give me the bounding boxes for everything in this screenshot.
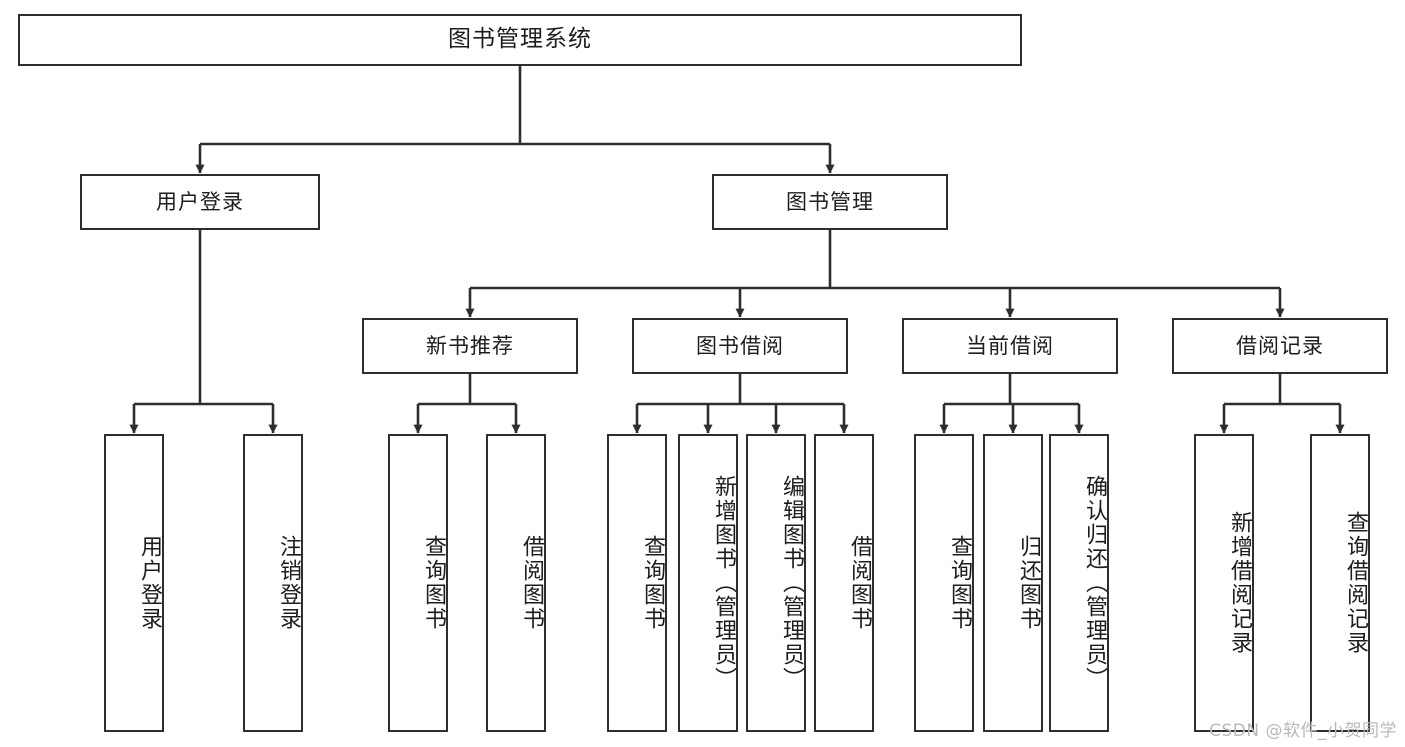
node-label: 归还图书 <box>1016 535 1041 631</box>
node-leaf-query-book-3[interactable]: 查询图书 <box>914 434 974 732</box>
node-label: 借阅记录 <box>1236 333 1324 358</box>
node-leaf-user-login[interactable]: 用户登录 <box>104 434 164 732</box>
node-label: 用户登录 <box>156 189 244 214</box>
node-leaf-query-book-1[interactable]: 查询图书 <box>388 434 448 732</box>
node-leaf-confirm-return[interactable]: 确认归还（管理员） <box>1049 434 1109 732</box>
node-label: 查询图书 <box>640 535 665 631</box>
node-leaf-borrow-book-2[interactable]: 借阅图书 <box>814 434 874 732</box>
node-leaf-query-record[interactable]: 查询借阅记录 <box>1310 434 1370 732</box>
node-leaf-return-book[interactable]: 归还图书 <box>983 434 1043 732</box>
node-root[interactable]: 图书管理系统 <box>18 14 1022 66</box>
node-label: 查询图书 <box>421 535 446 631</box>
node-borrow[interactable]: 图书借阅 <box>632 318 848 374</box>
node-leaf-user-logout[interactable]: 注销登录 <box>243 434 303 732</box>
node-label: 编辑图书（管理员） <box>779 475 804 691</box>
node-label: 借阅图书 <box>847 535 872 631</box>
node-leaf-edit-book[interactable]: 编辑图书（管理员） <box>746 434 806 732</box>
node-label: 图书管理系统 <box>448 26 592 53</box>
node-label: 图书借阅 <box>696 333 784 358</box>
node-leaf-query-book-2[interactable]: 查询图书 <box>607 434 667 732</box>
watermark-text: CSDN @软件_小贺同学 <box>1209 721 1397 741</box>
node-records[interactable]: 借阅记录 <box>1172 318 1388 374</box>
node-label: 用户登录 <box>137 535 162 631</box>
node-label: 新增图书（管理员） <box>711 475 736 691</box>
node-label: 注销登录 <box>276 535 301 631</box>
node-label: 确认归还（管理员） <box>1082 475 1107 691</box>
node-label: 新书推荐 <box>426 333 514 358</box>
node-label: 借阅图书 <box>519 535 544 631</box>
node-label: 当前借阅 <box>966 333 1054 358</box>
node-current[interactable]: 当前借阅 <box>902 318 1118 374</box>
node-leaf-add-book[interactable]: 新增图书（管理员） <box>678 434 738 732</box>
node-leaf-borrow-book-1[interactable]: 借阅图书 <box>486 434 546 732</box>
node-label: 查询图书 <box>947 535 972 631</box>
node-bookmgmt[interactable]: 图书管理 <box>712 174 948 230</box>
node-label: 新增借阅记录 <box>1227 511 1252 655</box>
node-login[interactable]: 用户登录 <box>80 174 320 230</box>
node-leaf-add-record[interactable]: 新增借阅记录 <box>1194 434 1254 732</box>
node-newbook[interactable]: 新书推荐 <box>362 318 578 374</box>
node-label: 查询借阅记录 <box>1343 511 1368 655</box>
node-label: 图书管理 <box>786 189 874 214</box>
